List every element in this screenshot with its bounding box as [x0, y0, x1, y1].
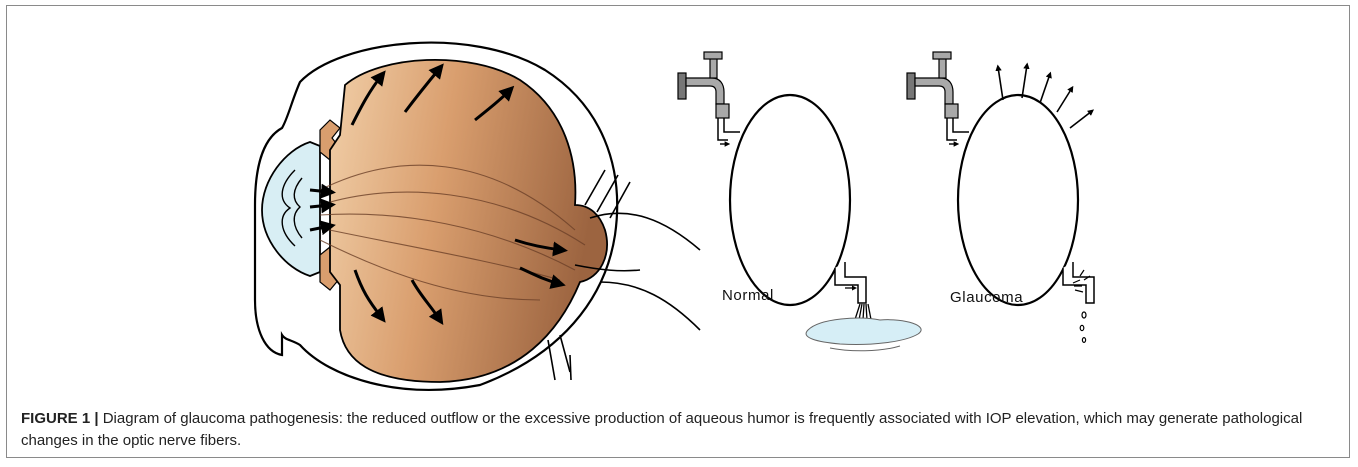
normal-label: Normal	[722, 287, 774, 304]
figure-illustration: Normal Glaucoma	[0, 0, 1358, 400]
inflow-pipe	[718, 118, 740, 140]
figure-caption: FIGURE 1 | Diagram of glaucoma pathogene…	[21, 408, 1331, 452]
eye-balloon-normal	[730, 95, 850, 305]
glaucoma-panel: Glaucoma	[907, 52, 1094, 342]
faucet-icon	[678, 52, 729, 118]
outflow-pipe	[835, 262, 866, 303]
eye-diagram	[255, 43, 700, 390]
faucet-icon-glaucoma	[907, 52, 958, 118]
eye-balloon-glaucoma	[958, 95, 1078, 305]
normal-panel: Normal	[678, 52, 921, 351]
inflow-pipe-glaucoma	[947, 118, 969, 140]
glaucoma-label: Glaucoma	[950, 289, 1023, 306]
caption-text: Diagram of glaucoma pathogenesis: the re…	[21, 410, 1302, 449]
blocked-outflow-pipe	[1063, 262, 1094, 303]
water-puddle	[806, 318, 921, 344]
figure-label: FIGURE 1 |	[21, 410, 99, 427]
